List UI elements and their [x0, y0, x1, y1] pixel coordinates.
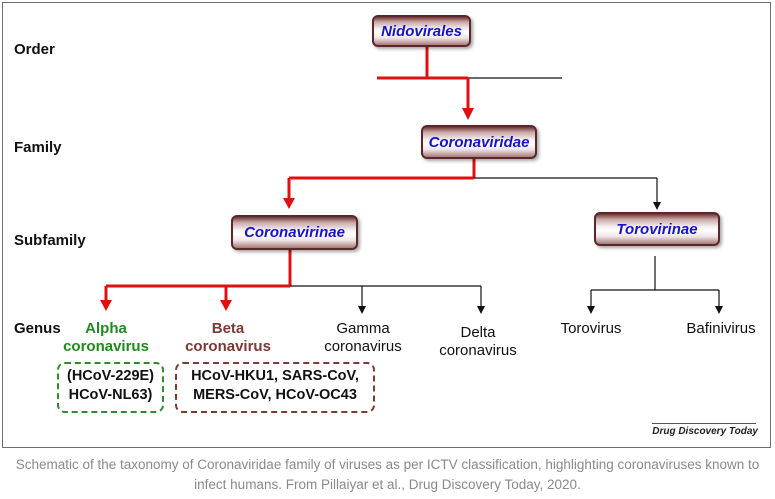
genus-alpha: Alpha coronavirus: [56, 320, 156, 356]
beta-human-cov-line2: MERS-CoV, HCoV-OC43: [193, 387, 357, 403]
figure-caption: Schematic of the taxonomy of Coronavirid…: [15, 457, 760, 492]
node-coronaviridae-label: Coronaviridae: [428, 133, 530, 151]
node-torovirinae: Torovirinae: [594, 212, 720, 246]
alpha-human-cov-line1: (HCoV-229E): [66, 368, 155, 384]
delta-arrowhead: [477, 306, 485, 314]
node-coronavirinae: Coronavirinae: [231, 215, 358, 250]
genus-gamma-line1: Gamma: [336, 320, 390, 337]
gamma-arrowhead: [358, 306, 366, 314]
node-coronaviridae: Coronaviridae: [421, 125, 537, 159]
genus-delta-line1: Delta: [460, 324, 496, 341]
node-coronavirinae-label: Coronavirinae: [244, 224, 345, 241]
genus-delta-line2: coronavirus: [439, 342, 517, 359]
rank-family: Family: [14, 139, 62, 156]
beta-human-cov-box: HCoV-HKU1, SARS-CoV, MERS-CoV, HCoV-OC43: [175, 362, 375, 413]
beta-arrowhead: [220, 300, 232, 311]
bafinivirus-arrowhead: [715, 306, 723, 314]
rank-genus: Genus: [14, 320, 61, 337]
genus-torovirus: Torovirus: [560, 320, 622, 337]
node-torovirinae-label: Torovirinae: [616, 220, 698, 238]
taxonomy-connectors: [100, 46, 723, 314]
rank-order: Order: [14, 41, 55, 58]
genus-delta: Delta coronavirus: [428, 324, 528, 360]
genus-alpha-line1: Alpha: [85, 320, 127, 337]
genus-alpha-line2: coronavirus: [63, 338, 149, 355]
rank-subfamily: Subfamily: [14, 232, 86, 249]
node-nidovirales: Nidovirales: [372, 15, 471, 47]
family-arrowhead: [462, 108, 474, 120]
alpha-human-cov-box: (HCoV-229E) HCoV-NL63): [57, 362, 164, 413]
journal-credit: Drug Discovery Today: [652, 426, 758, 437]
node-nidovirales-label: Nidovirales: [381, 22, 462, 40]
alpha-human-cov-line2: HCoV-NL63): [68, 387, 153, 403]
credit-rule: [652, 423, 756, 424]
genus-gamma: Gamma coronavirus: [313, 320, 413, 356]
genus-beta-line1: Beta: [211, 320, 245, 337]
coronavirinae-arrowhead: [283, 198, 295, 209]
genus-beta-line2: coronavirus: [185, 338, 271, 355]
torovirus-arrowhead: [587, 306, 595, 314]
alpha-arrowhead: [100, 300, 112, 311]
torovirinae-arrowhead: [653, 202, 661, 210]
genus-beta: Beta coronavirus: [178, 320, 278, 356]
beta-human-cov-line1: HCoV-HKU1, SARS-CoV,: [191, 368, 359, 384]
genus-gamma-line2: coronavirus: [324, 338, 402, 355]
genus-bafinivirus: Bafinivirus: [686, 320, 756, 337]
